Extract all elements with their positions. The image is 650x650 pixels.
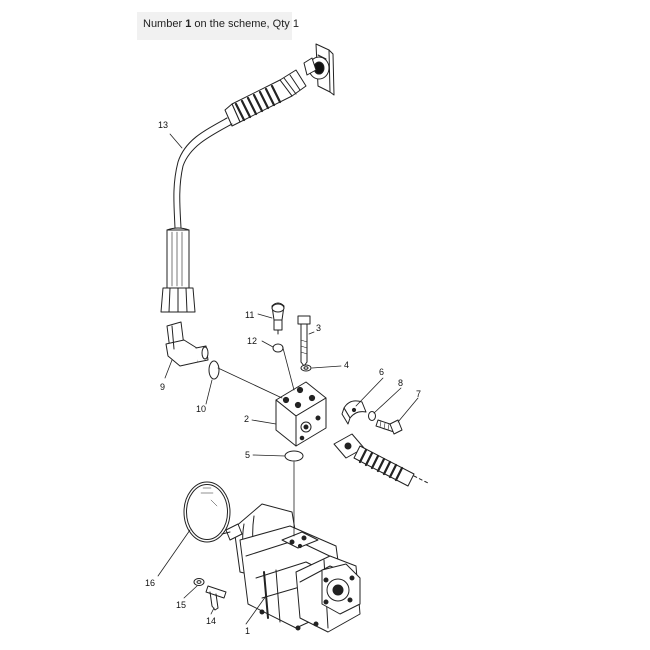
callout-9: 9 [160, 382, 165, 392]
callout-7: 7 [416, 389, 421, 399]
caption-middle: on the scheme, Qty [191, 18, 293, 30]
caption-prefix: Number [143, 18, 186, 30]
callout-5: 5 [245, 450, 250, 460]
callout-13: 13 [158, 120, 168, 130]
callout-1: 1 [245, 626, 250, 636]
part-hose-end-flange [333, 433, 431, 487]
part-9-elbow-fitting [165, 321, 209, 367]
callout-8: 8 [398, 378, 403, 388]
part-hose-fitting-top [303, 43, 335, 96]
callout-4: 4 [344, 360, 349, 370]
caption-part-number: 1 [185, 18, 192, 30]
part-3-bolt [297, 315, 311, 367]
part-7-bolt [375, 419, 403, 435]
part-13-hose-assembly [160, 69, 307, 313]
callout-6: 6 [379, 367, 384, 377]
callout-12: 12 [247, 336, 257, 346]
callout-14: 14 [206, 616, 216, 626]
part-5-o-ring [284, 450, 304, 462]
callout-3: 3 [316, 323, 321, 333]
part-16-o-ring [183, 481, 231, 543]
part-8-lock-washer [368, 411, 376, 421]
part-15-washer [193, 578, 205, 586]
part-4-washer [300, 364, 312, 372]
part-10-o-ring [208, 360, 220, 380]
part-caption: Number 1 on the scheme, Qty 1 [137, 12, 299, 40]
caption-qty: 1 [292, 18, 299, 30]
part-6-split-flange [341, 400, 367, 425]
part-11-pressure-sensor [271, 302, 285, 335]
part-14-bolt [205, 585, 227, 611]
callout-15: 15 [176, 600, 186, 610]
callout-10: 10 [196, 404, 206, 414]
part-1-hydraulic-pump [221, 503, 361, 633]
callout-16: 16 [145, 578, 155, 588]
part-2-manifold-block [275, 381, 327, 447]
part-12-o-ring [272, 343, 284, 353]
callout-labels: 13 11 3 12 4 6 8 7 9 10 2 5 16 15 14 1 [145, 120, 421, 636]
callout-11: 11 [245, 310, 254, 320]
leader-lines [157, 133, 419, 625]
callout-2: 2 [244, 414, 249, 424]
